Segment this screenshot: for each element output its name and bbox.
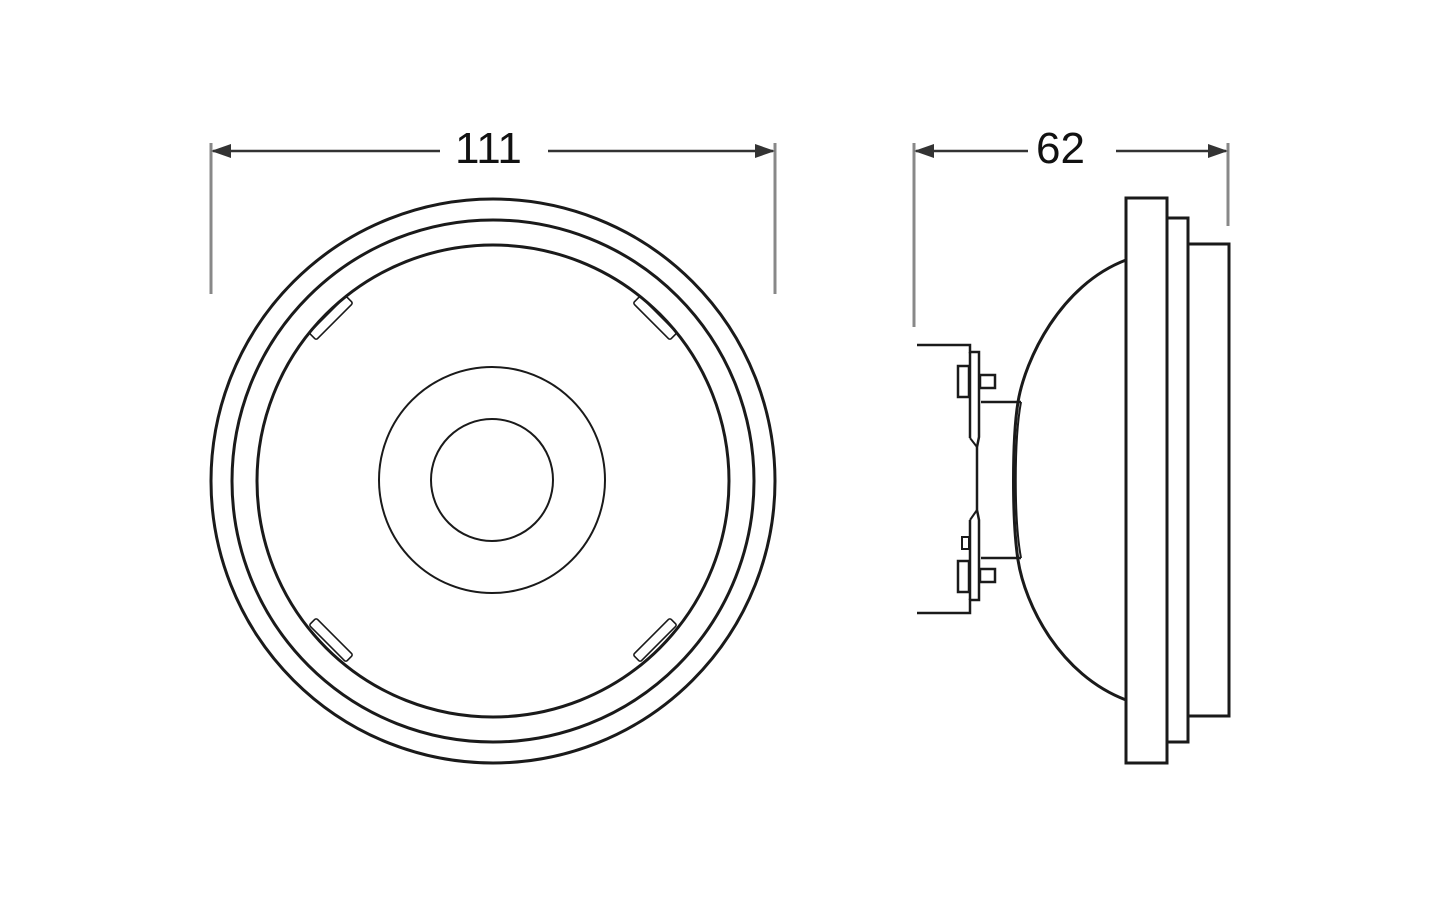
dimension-label-length: 62	[1030, 127, 1091, 171]
pin-tab-bottom	[978, 567, 997, 584]
dimension-label-diameter: 111	[449, 127, 528, 171]
retaining-clip-top-left	[309, 296, 353, 340]
inner-ring	[255, 243, 731, 719]
side-view	[912, 143, 1231, 765]
retaining-clip-bottom-right	[633, 618, 677, 662]
front-flange	[1124, 196, 1169, 765]
neck-curve	[1014, 401, 1022, 559]
pin-contact-top	[956, 364, 971, 399]
lens-face	[1186, 242, 1231, 718]
retaining-clip-bottom-left	[309, 618, 353, 662]
retaining-clip-top-right	[633, 296, 677, 340]
base-plate-chamfer	[969, 509, 978, 521]
outer-ring	[209, 197, 777, 765]
pin-nub-bottom	[961, 536, 970, 550]
lens-outer-circle	[378, 366, 606, 594]
reflector-dome	[1012, 258, 1127, 702]
middle-ring	[230, 218, 756, 744]
pin-base-plate	[917, 343, 981, 615]
lens-inner-circle	[430, 418, 554, 542]
pin-tab-top	[978, 373, 997, 390]
front-view	[209, 143, 777, 765]
pin-contact-bottom	[956, 559, 971, 594]
middle-flange	[1165, 216, 1190, 744]
base-plate-chamfer	[969, 437, 978, 448]
